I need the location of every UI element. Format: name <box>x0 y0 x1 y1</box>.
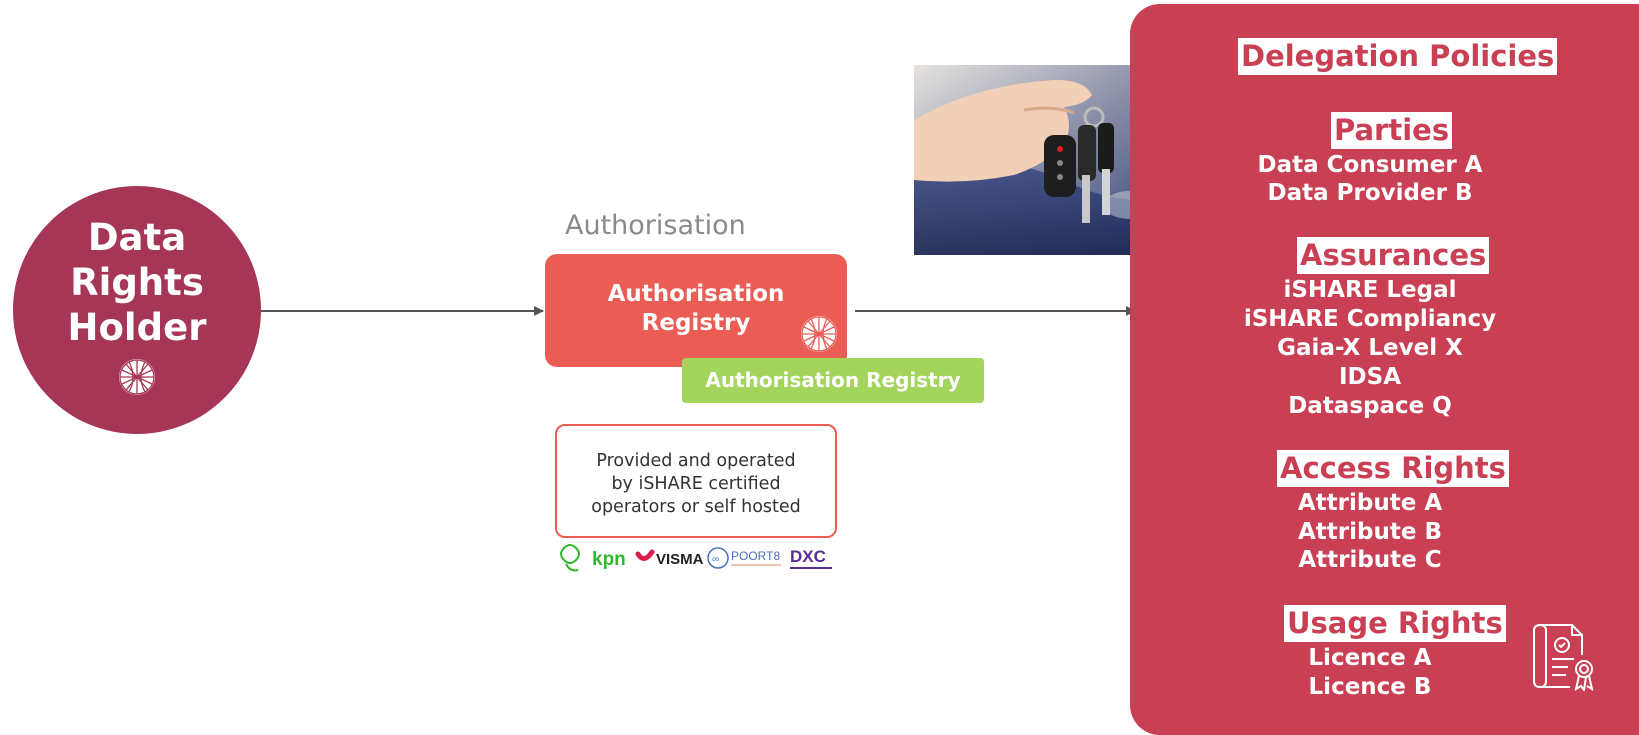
authorisation-heading: Authorisation <box>565 210 746 241</box>
data-rights-holder-node: Data Rights Holder <box>13 186 261 434</box>
list-item: Licence B <box>1308 674 1432 700</box>
operator-logos: kpn VISMA ∞ POORT8 DXC <box>556 540 836 576</box>
provided-note: Provided and operated by iSHARE certifie… <box>555 424 837 538</box>
section-heading-usage-rights: Usage Rights <box>1284 605 1506 642</box>
kpn-logo: kpn <box>560 544 626 572</box>
globe-icon <box>801 316 837 352</box>
policies-title: Delegation Policies <box>1238 38 1558 75</box>
certificate-icon <box>1533 624 1594 691</box>
logo-text: POORT8 <box>731 549 780 563</box>
registry-label: Authorisation Registry <box>607 281 785 336</box>
svg-text:∞: ∞ <box>712 554 719 565</box>
list-item: Attribute C <box>1298 547 1442 573</box>
logo-text: VISMA <box>656 551 704 568</box>
list-item: Licence A <box>1308 645 1432 671</box>
poort8-logo: ∞ POORT8 <box>707 547 781 569</box>
holder-title: Data Rights Holder <box>67 215 207 349</box>
list-item: iSHARE Legal <box>1283 277 1457 303</box>
dxc-logo: DXC <box>790 547 832 569</box>
section-heading-access-rights: Access Rights <box>1277 450 1509 487</box>
logo-text: DXC <box>790 547 826 566</box>
logo-text: kpn <box>592 549 626 570</box>
list-item: IDSA <box>1338 364 1401 390</box>
globe-icon <box>119 358 155 395</box>
list-item: Data Consumer A <box>1257 152 1483 178</box>
delegation-policies-panel: Delegation Policies Parties Data Consume… <box>1130 4 1639 735</box>
section-heading-assurances: Assurances <box>1297 237 1490 274</box>
list-item: iSHARE Compliancy <box>1243 306 1497 332</box>
authorisation-registry-tag: Authorisation Registry <box>682 358 984 403</box>
section-heading-parties: Parties <box>1331 112 1453 149</box>
list-item: Dataspace Q <box>1288 393 1452 419</box>
list-item: Attribute A <box>1297 490 1443 516</box>
list-item: Attribute B <box>1298 519 1442 545</box>
authorisation-registry-box: Authorisation Registry <box>545 254 847 367</box>
list-item: Gaia-X Level X <box>1277 335 1463 361</box>
list-item: Data Provider B <box>1267 180 1473 206</box>
visma-logo: VISMA <box>635 549 704 568</box>
